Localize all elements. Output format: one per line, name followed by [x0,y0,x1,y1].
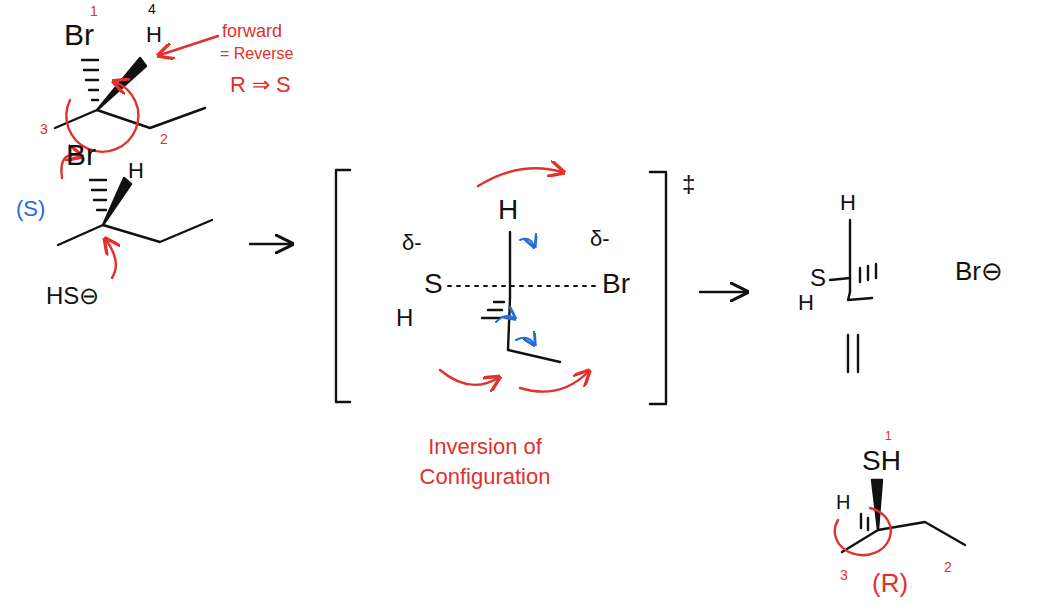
partial-bond [448,285,598,287]
atom-label: SH [862,447,901,475]
atom-label: H [396,306,413,330]
atom-label: Br [602,270,630,298]
equals-sign [857,335,859,372]
callout-number: 2 [944,560,952,574]
motion-arrow [496,316,514,322]
bond [509,232,511,298]
note-text: forward [222,22,282,40]
bond [830,278,850,280]
atom-label: H [798,292,814,314]
carbon-chain [848,292,872,300]
hashed-bond [860,264,876,282]
atom-label: H [840,192,856,214]
bracket [336,170,350,402]
atom-label: S [424,270,443,298]
atom-label: Br [64,20,94,50]
configuration-label: (S) [16,198,45,220]
callout-number: 2 [160,132,168,146]
callout-number: 1 [90,4,98,18]
partial-charge: δ- [590,228,610,250]
wedge-bond [872,480,882,530]
partial-charge: δ- [402,232,422,254]
nucleophile-label: HS⊖ [46,284,99,308]
rotation-arrow [520,372,588,392]
callout-number: 3 [40,122,48,136]
hashed-bond [861,514,868,530]
equals-sign [847,335,849,372]
rotation-arrow [835,508,891,555]
atom-label: H [146,24,162,46]
bond [849,220,851,292]
carbon-chain [55,108,205,128]
hashed-bond [90,180,106,210]
configuration-label: (R) [872,570,908,596]
rotation-arrow [478,168,562,186]
transition-state-symbol: ‡ [682,172,695,196]
atom-label: H [836,492,850,512]
wedge-bond [103,178,131,225]
carbon-chain [508,298,560,362]
motion-arrow [516,338,534,344]
annotation-text: Inversion of Configuration [360,432,610,491]
reaction-arrow [700,291,745,293]
pointer-arrow [160,36,218,55]
reaction-arrow [250,243,290,245]
curved-arrow [106,240,116,278]
atom-label: H [498,196,518,224]
callout-number: 4 [148,2,156,16]
bracket [650,172,666,404]
callout-number: 3 [840,568,848,582]
note-text: = Reverse [220,46,293,62]
note-text: R ⇒ S [230,74,291,96]
atom-label: H [128,160,144,182]
rotation-arrow [440,370,498,385]
callout-number: 1 [885,430,892,442]
atom-label: Br [66,140,96,170]
atom-label: S [810,266,826,290]
hashed-bond [482,302,504,318]
motion-arrow [520,239,534,246]
carbon-chain [58,220,212,245]
leaving-group-label: Br⊖ [955,258,1003,284]
carbon-chain [842,522,965,552]
hashed-bond [82,60,98,100]
